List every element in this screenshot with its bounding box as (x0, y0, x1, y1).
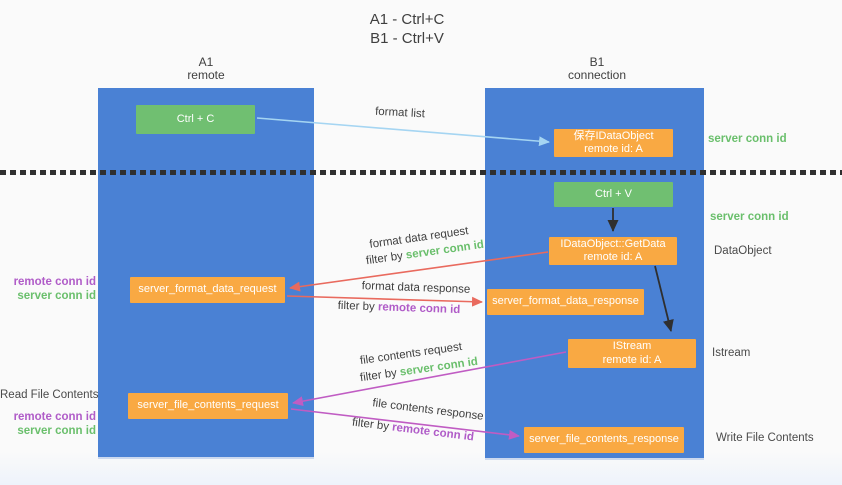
save-dataobject-box: 保存IDataObject remote id: A (554, 129, 673, 157)
session-separator-line (0, 170, 842, 175)
format-list-label: format list (374, 105, 426, 121)
remote-conn-id-label-1: remote conn id (13, 276, 96, 288)
filter-by-text: filter by (359, 366, 401, 385)
server-file-contents-request-box: server_file_contents_request (128, 393, 288, 419)
ctrl-v-box: Ctrl + V (554, 182, 673, 207)
filter-by-text: filter by (351, 416, 393, 434)
file-request-label: server_file_contents_request (137, 399, 279, 412)
left-conn-id-labels-1: remote conn id server conn id (0, 276, 96, 303)
server-format-data-request-box: server_format_data_request (130, 277, 285, 303)
istream-line2: remote id: A (602, 353, 662, 366)
diagram-title: A1 - Ctrl+C B1 - Ctrl+V (327, 10, 487, 48)
server-conn-id-label-2: server conn id (17, 424, 96, 437)
format-data-response-label: format data response (361, 280, 471, 296)
lifeline-a1-name: A1 (198, 55, 214, 69)
read-file-contents-label: Read File Contents (0, 389, 99, 401)
istream-side-label: Istream (712, 347, 751, 359)
title-line-1: A1 - Ctrl+C (369, 11, 445, 28)
remote-conn-id-label-2: remote conn id (13, 411, 96, 423)
ctrl-c-label: Ctrl + C (176, 112, 215, 125)
istream-line1: IStream (612, 340, 652, 352)
server-format-data-response-box: server_format_data_response (487, 289, 644, 315)
server-conn-id-label-1: server conn id (17, 289, 96, 302)
server-conn-id-label-top: server conn id (708, 133, 787, 145)
ctrl-c-box: Ctrl + C (136, 105, 255, 134)
istream-box: IStream remote id: A (568, 339, 696, 368)
filter-by-text: filter by (337, 299, 379, 314)
ctrl-v-label: Ctrl + V (595, 187, 632, 200)
lifeline-a1-header: A1 remote (146, 56, 266, 82)
lifeline-b1-role: connection (567, 68, 627, 82)
server-conn-id-label-mid: server conn id (710, 211, 789, 223)
getdata-line1: IDataObject::GetData (560, 237, 666, 250)
save-dataobject-line2: remote id: A (584, 143, 643, 155)
idataobject-getdata-box: IDataObject::GetData remote id: A (549, 237, 677, 265)
write-file-contents-label: Write File Contents (716, 432, 814, 444)
format-request-label: server_format_data_request (138, 283, 277, 296)
title-line-2: B1 - Ctrl+V (370, 30, 444, 47)
lifeline-a1-role: remote (187, 68, 225, 82)
left-conn-id-labels-2: remote conn id server conn id (0, 411, 96, 438)
lifeline-b1-header: B1 connection (537, 56, 657, 82)
remote-conn-id-keyword: remote conn id (391, 421, 475, 444)
save-dataobject-line1: 保存IDataObject (573, 129, 654, 142)
format-data-response-filter-label: filter by remote conn id (304, 299, 494, 318)
format-response-label: server_format_data_response (492, 295, 639, 308)
lifeline-b1-name: B1 (589, 55, 605, 69)
remote-conn-id-keyword: remote conn id (377, 301, 461, 317)
filter-by-text: filter by (365, 249, 407, 268)
server-file-contents-response-box: server_file_contents_response (524, 427, 684, 453)
file-response-label: server_file_contents_response (529, 433, 679, 446)
getdata-line2: remote id: A (583, 251, 643, 263)
dataobject-label: DataObject (714, 245, 772, 257)
